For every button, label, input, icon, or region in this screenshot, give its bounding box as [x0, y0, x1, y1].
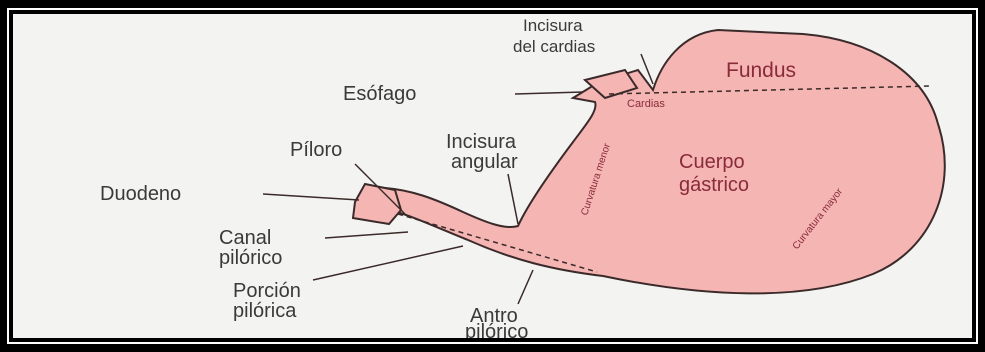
diagram-canvas: Incisura del cardias Fundus Esófago Card… [13, 14, 972, 338]
pointer-duodeno [263, 194, 359, 200]
stomach-diagram: Incisura del cardias Fundus Esófago Card… [13, 14, 972, 338]
label-incisura-angular-2: angular [451, 151, 518, 173]
pointer-canal [325, 232, 408, 238]
label-antro-2: pilórico [465, 321, 528, 338]
label-porcion-1: Porción [233, 280, 301, 302]
pointer-incisura-angular [508, 174, 518, 224]
label-cuerpo-2: gástrico [679, 174, 749, 196]
label-canal-1: Canal [219, 227, 271, 249]
label-esofago: Esófago [343, 83, 416, 105]
label-duodeno: Duodeno [100, 183, 181, 205]
pointer-esofago [515, 92, 583, 94]
label-incisura-angular-1: Incisura [446, 131, 517, 153]
pointer-porcion [313, 246, 463, 280]
label-cardias: Cardias [627, 98, 665, 110]
label-piloro: Píloro [290, 139, 342, 161]
label-fundus: Fundus [726, 59, 796, 82]
pointer-antro [518, 270, 533, 304]
label-cuerpo-1: Cuerpo [679, 151, 745, 173]
duodenum-shape [353, 184, 401, 224]
label-incisura-cardias-2: del cardias [513, 37, 595, 56]
label-porcion-2: pilórica [233, 300, 297, 322]
label-canal-2: pilórico [219, 247, 282, 269]
label-incisura-cardias-1: Incisura [523, 16, 583, 35]
